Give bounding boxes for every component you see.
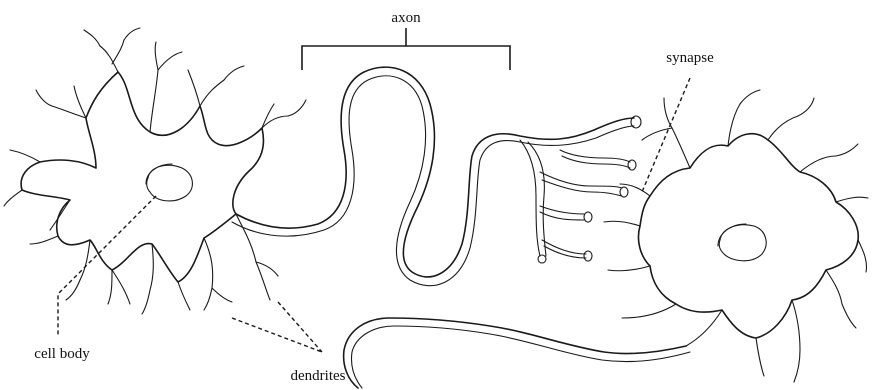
terminal-bouton (538, 255, 546, 263)
left-neuron-nucleus (147, 165, 193, 201)
dendrites-label: dendrites (291, 368, 346, 384)
terminal-bouton (620, 187, 628, 197)
cell-body-label: cell body (34, 346, 90, 362)
left-neuron (4, 28, 306, 314)
synapse-label: synapse (666, 50, 714, 66)
dendrites-pointer (232, 318, 322, 352)
right-neuron-dendrites (604, 90, 868, 382)
axon (232, 67, 641, 286)
right-neuron (344, 90, 868, 388)
right-neuron-long-dendrite (344, 318, 686, 388)
axon-label: axon (391, 10, 421, 26)
left-neuron-dendrites (4, 28, 306, 314)
left-neuron-soma (21, 72, 263, 282)
right-neuron-soma (638, 134, 858, 338)
axon-outer-line (236, 67, 634, 277)
terminal-bouton (584, 212, 592, 222)
terminal-bouton (584, 251, 592, 261)
axon-inner-line (232, 76, 634, 286)
terminal-bouton (628, 160, 636, 170)
terminal-bouton (631, 116, 641, 128)
axon-bracket (302, 28, 510, 70)
